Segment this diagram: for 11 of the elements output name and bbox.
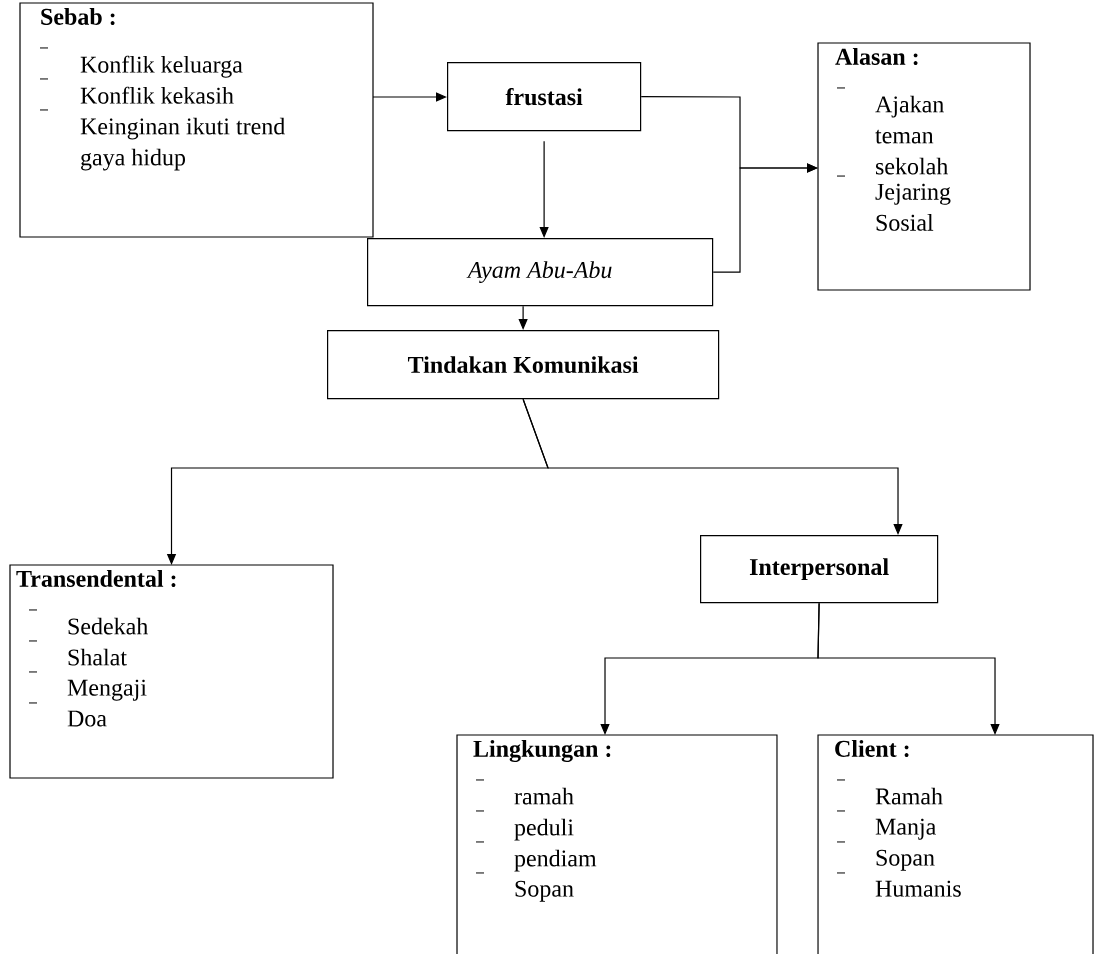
list-box: Lingkungan : ramah peduli pendiam Sopan: [456, 734, 778, 954]
process-box: Tindakan Komunikasi: [327, 330, 720, 400]
list-box: Client : Ramah Manja Sopan Humanis: [817, 734, 1094, 954]
list-box: Sebab : Konflik keluarga Konflik kekasih Keinginan ikuti trend gaya hidup: [19, 2, 374, 238]
process-box: frustasi: [447, 62, 642, 132]
process-box: Ayam Abu-Abu: [367, 238, 714, 307]
process-box: Interpersonal: [700, 535, 939, 604]
list-box: Transendental : Sedekah Shalat Mengaji Doa: [9, 564, 334, 779]
arrow: [518, 305, 528, 330]
list-box: Alasan : Ajakan teman sekolah Jejaring Sosial: [817, 42, 1031, 291]
arrow: [372, 92, 447, 102]
